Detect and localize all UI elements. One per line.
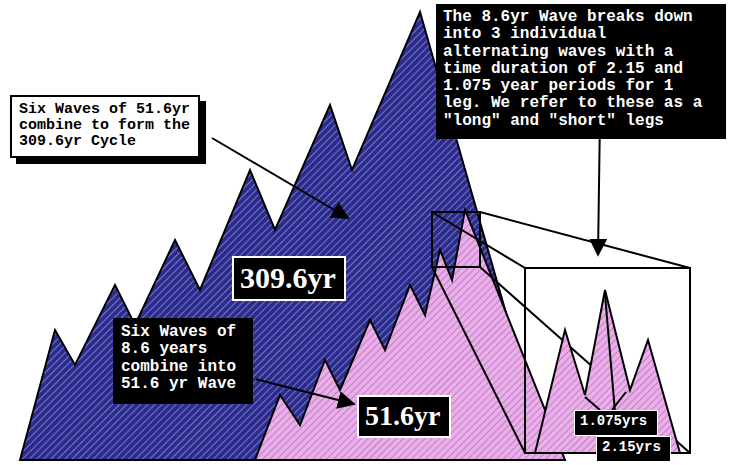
zoom-box [432, 212, 690, 453]
cycle-label: 309.6yr [232, 256, 346, 301]
label-text: The 8.6yr Wave breaks down into 3 indivi… [443, 9, 719, 130]
wave-label: 51.6yr [357, 395, 451, 438]
label-text: 2.15yrs [602, 440, 665, 455]
label-text: Six Waves of 51.6yr combine to form the … [19, 102, 191, 151]
callout-box: The 8.6yr Wave breaks down into 3 indivi… [436, 4, 726, 139]
callout-box: Six Waves of 8.6 years combine into 51.6… [113, 318, 253, 404]
label-text: 1.075yrs [580, 414, 652, 429]
period-label: 1.075yrs [574, 410, 658, 436]
leader-lines [212, 116, 626, 436]
label-text: Six Waves of 8.6 years combine into 51.6… [121, 324, 245, 393]
label-text: 309.6yr [240, 262, 338, 294]
period-label: 2.15yrs [596, 436, 671, 462]
wave-51-shape [255, 210, 565, 460]
connector-arrow [256, 379, 354, 404]
label-text: 51.6yr [365, 401, 443, 431]
callout-box: Six Waves of 51.6yr combine to form the … [10, 95, 200, 158]
wave-8-zoomed [535, 290, 680, 453]
